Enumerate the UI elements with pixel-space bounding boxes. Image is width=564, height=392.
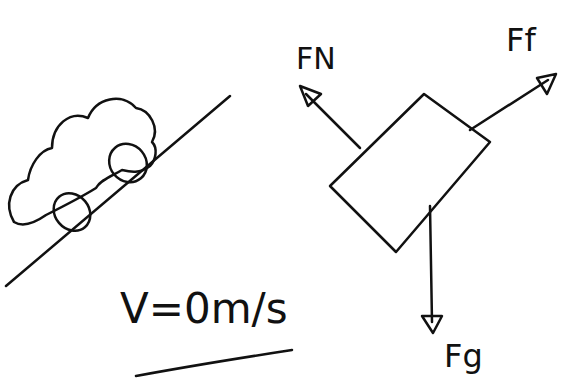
- car-body: [9, 99, 155, 225]
- arrow-head: [300, 86, 321, 106]
- free-body-block: [330, 94, 490, 252]
- normal-force-arrow: [306, 94, 360, 148]
- incline-line: [6, 96, 230, 286]
- underline: [136, 350, 292, 376]
- arrow-head: [422, 316, 442, 333]
- gravity-force-arrow: [430, 206, 432, 322]
- car-wheel: [46, 186, 98, 238]
- force-label: Ff: [506, 24, 536, 56]
- car-wheel: [101, 136, 154, 190]
- velocity-note: V=0m/s: [120, 288, 288, 330]
- friction-force-arrow: [470, 80, 548, 130]
- arrow-head: [537, 74, 556, 94]
- force-label: Fg: [444, 340, 483, 372]
- force-label: FN: [296, 44, 336, 74]
